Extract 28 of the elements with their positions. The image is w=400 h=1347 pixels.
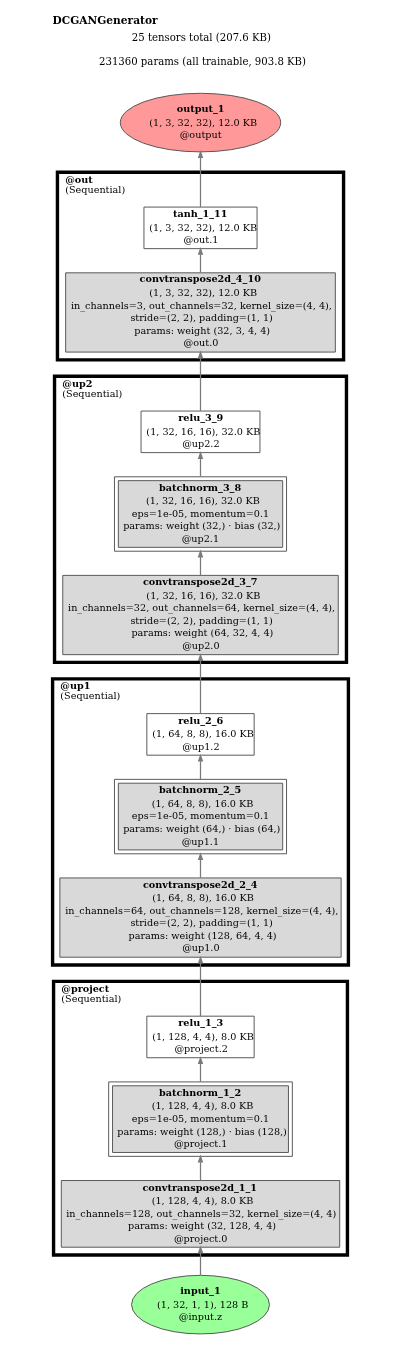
arrow xyxy=(197,852,203,879)
arrow xyxy=(197,753,203,780)
node-box: batchnorm_1_2 (1, 128, 4, 4), 8.0 KB eps=1e-05, momentum=0.1 params: weight (128,) · bias (128,) @project.1 xyxy=(107,1081,293,1157)
arrow xyxy=(197,549,203,576)
node-box: tanh_1_11 (1, 3, 32, 32), 12.0 KB @out.1 xyxy=(142,206,258,250)
arrow xyxy=(197,150,203,208)
arrow xyxy=(197,1245,203,1276)
arrow xyxy=(197,1154,203,1182)
label: 231360 params (all trainable, 903.8 KB) xyxy=(98,56,306,68)
label: 25 tensors total (207.6 KB) xyxy=(131,31,271,43)
arrow xyxy=(197,653,203,715)
arrow xyxy=(197,1056,203,1083)
node-box: convtranspose2d_3_7 (1, 32, 16, 16), 32.0 KB in_channels=32, out_channels=64, kernel_size=(4, 4), stride=(2, 2), padding=(1, 1) params: weight (64, 32, 4, 4) @up2.0 xyxy=(61,574,339,656)
node-box: relu_2_6 (1, 64, 8, 8), 16.0 KB @up1.2 xyxy=(145,713,255,756)
node-box: batchnorm_2_5 (1, 64, 8, 8), 16.0 KB eps=1e-05, momentum=0.1 params: weight (64,) · bias (64,) @up1.1 xyxy=(113,778,287,855)
node-box: batchnorm_3_8 (1, 32, 16, 16), 32.0 KB eps=1e-05, momentum=0.1 params: weight (32,) · bias (32,) @up2.1 xyxy=(113,476,287,552)
node-box: relu_3_9 (1, 32, 16, 16), 32.0 KB @up2.2 xyxy=(140,410,260,454)
diagram-title: DCGANGenerator xyxy=(52,14,158,28)
node-box: relu_1_3 (1, 128, 4, 4), 8.0 KB @project.2 xyxy=(145,1015,255,1059)
arrow xyxy=(197,451,203,478)
node-box: convtranspose2d_4_10 (1, 3, 32, 32), 12.0 KB in_channels=3, out_channels=32, kernel_size=(4, 4), stride=(2, 2), padding=(1, 1) params: weight (32, 3, 4, 4) @out.0 xyxy=(64,272,336,353)
arrow xyxy=(197,350,203,412)
node-ellipse: output_1 (1, 3, 32, 32), 12.0 KB @output xyxy=(119,92,281,153)
node-box: convtranspose2d_2_4 (1, 64, 8, 8), 16.0 KB in_channels=64, out_channels=128, kernel_size=(4, 4), stride=(2, 2), padding=(1, 1) params: weight (128, 64, 4, 4) @up1.0 xyxy=(58,877,342,958)
node-box: convtranspose2d_1_1 (1, 128, 4, 4), 8.0 KB in_channels=128, out_channels=32, kernel_size=(4, 4) params: weight (32, 128, 4, 4) @project.0 xyxy=(60,1180,340,1248)
arrow xyxy=(197,955,203,1017)
arrow xyxy=(197,246,203,274)
node-ellipse: input_1 (1, 32, 1, 1), 128 B @input.z xyxy=(130,1274,270,1335)
